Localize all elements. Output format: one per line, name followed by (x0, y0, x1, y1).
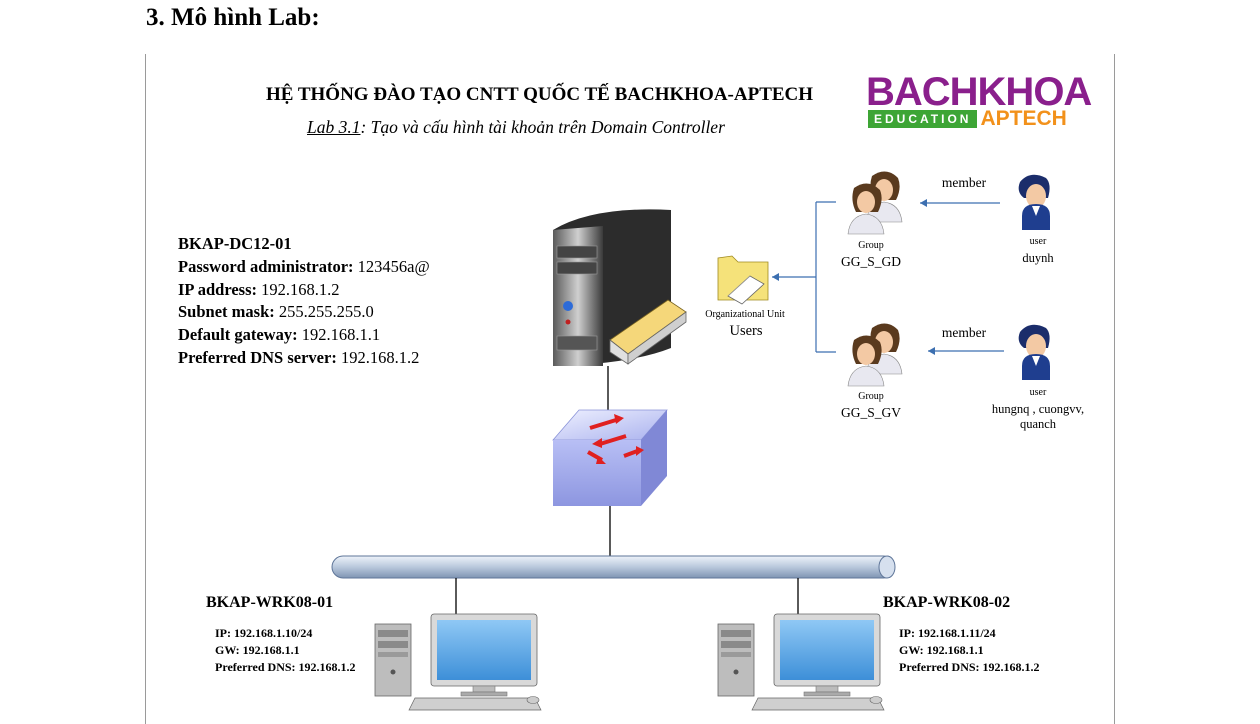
logo-tagline: EDUCATION APTECH (868, 107, 1067, 130)
group-2-type-label: Group (858, 391, 884, 402)
server-info-row: Subnet mask: 255.255.255.0 (178, 302, 374, 322)
logo-aptech: APTECH (980, 107, 1067, 130)
user-1-names: duynh (1022, 251, 1054, 265)
server-icon (553, 209, 687, 366)
workstation-1-gw: GW: 192.168.1.1 (215, 643, 300, 657)
switch-icon (552, 409, 668, 506)
group-1-name-label: GG_S_GD (840, 254, 901, 269)
server-info-row: IP address: 192.168.1.2 (178, 279, 340, 299)
group-2-name-label: GG_S_GV (840, 405, 901, 420)
diagram-title: HỆ THỐNG ĐÀO TẠO CNTT QUỐC TẾ BACHKHOA-A… (266, 84, 814, 105)
ou-name-label: Users (729, 323, 763, 339)
ou-group-connectors (772, 201, 836, 353)
workstation-2-ip: IP: 192.168.1.11/24 (899, 626, 996, 640)
workstation-2-icon (717, 613, 885, 711)
workstation-2-info: IP: 192.168.1.11/24 GW: 192.168.1.1 Pref… (899, 625, 1040, 676)
folder-icon (717, 255, 769, 305)
user-2-icon (1018, 324, 1050, 380)
section-heading: 3. Mô hình Lab: (146, 4, 320, 31)
user-1-type-label: user (1029, 236, 1047, 247)
workstation-2-dns: Preferred DNS: 192.168.1.2 (899, 660, 1040, 674)
user-1-icon (1018, 174, 1050, 230)
workstation-1-name: BKAP-WRK08-01 (206, 594, 334, 611)
server-info-row: Password administrator: 123456a@ (178, 256, 430, 276)
logo-education: EDUCATION (868, 110, 978, 128)
workstation-1-dns: Preferred DNS: 192.168.1.2 (215, 660, 356, 674)
server-name: BKAP-DC12-01 (178, 234, 292, 253)
workstation-1-info: IP: 192.168.1.10/24 GW: 192.168.1.1 Pref… (215, 625, 356, 676)
server-info-row: Default gateway: 192.168.1.1 (178, 325, 381, 345)
group-1-icon (847, 171, 903, 235)
group-2-icon (847, 323, 903, 387)
lab-number: Lab 3.1 (307, 117, 361, 137)
member-label-1: member (941, 175, 987, 190)
user-2-type-label: user (1029, 387, 1047, 398)
user-2-names: hungnq , cuongvv, (991, 402, 1085, 416)
workstation-2-gw: GW: 192.168.1.1 (899, 643, 984, 657)
ou-type-label: Organizational Unit (705, 309, 785, 320)
workstation-1-ip: IP: 192.168.1.10/24 (215, 626, 313, 640)
server-info: BKAP-DC12-01 Password administrator: 123… (178, 233, 430, 370)
workstation-1-icon (374, 613, 542, 711)
member-label-2: member (941, 325, 987, 340)
diagram-subtitle: Lab 3.1: Tạo và cấu hình tài khoản trên … (307, 117, 725, 138)
server-info-row: Preferred DNS server: 192.168.1.2 (178, 347, 420, 367)
group-1-type-label: Group (858, 240, 884, 251)
user-2-names-cont: quanch (1019, 417, 1057, 431)
network-bus (331, 555, 896, 579)
workstation-2-name: BKAP-WRK08-02 (883, 594, 1011, 611)
diagram-frame (145, 54, 1115, 724)
bachkhoa-logo: BACHKHOA (866, 70, 1092, 114)
lab-description: : Tạo và cấu hình tài khoản trên Domain … (360, 117, 725, 137)
